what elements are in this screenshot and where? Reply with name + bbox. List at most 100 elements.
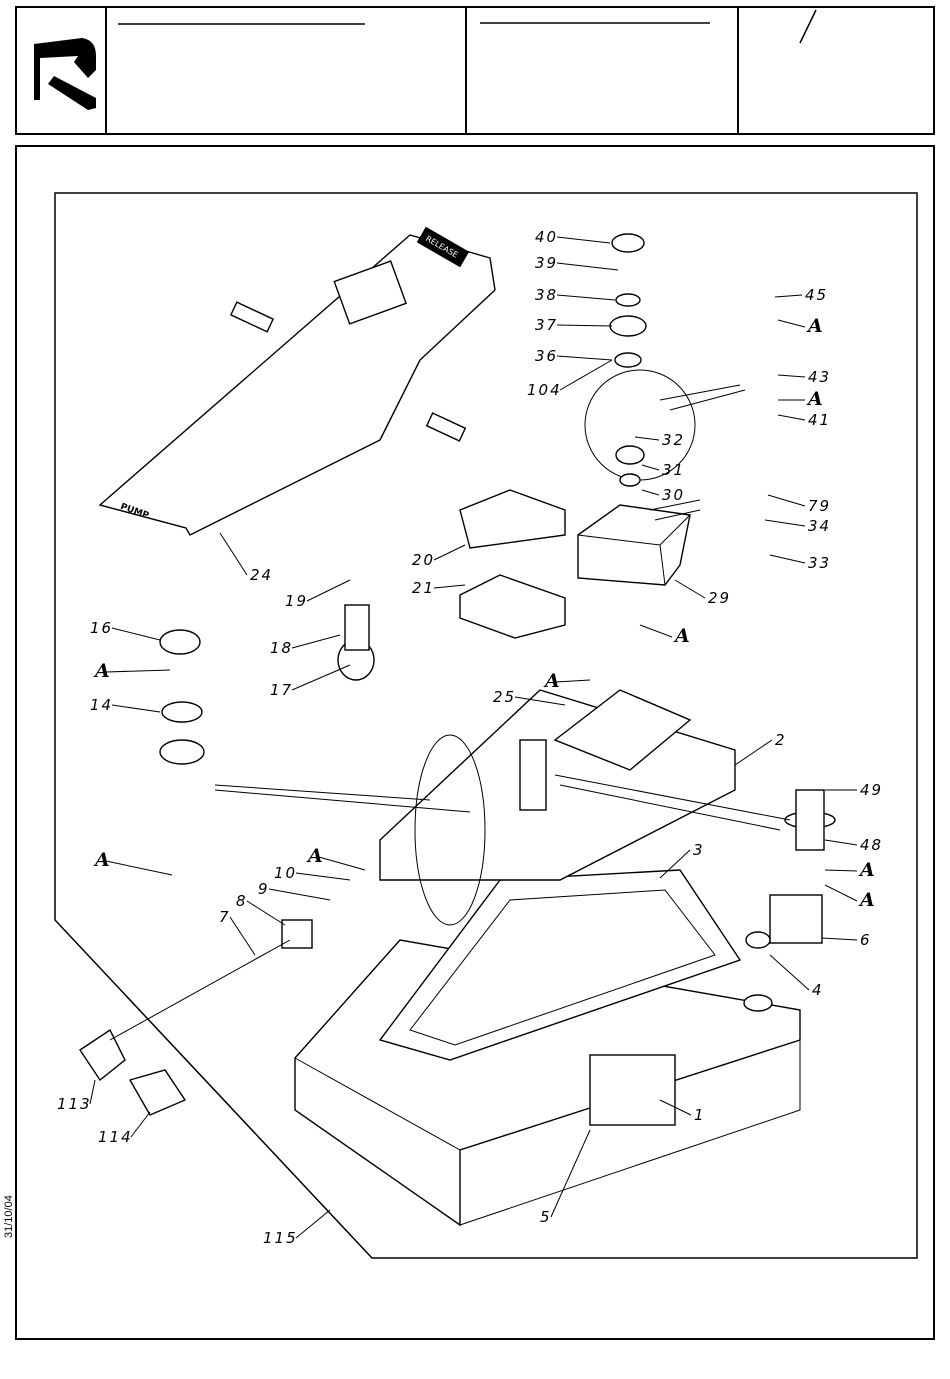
callout-label-A1: A (806, 315, 823, 337)
callout-label-A4: A (673, 625, 690, 647)
valve-48 (796, 790, 824, 850)
leader-line-A8 (106, 861, 172, 875)
callout-label-32: 32 (662, 431, 685, 449)
leader-line-36 (557, 356, 612, 360)
leader-line-5 (551, 1130, 590, 1217)
callout-label-A6: A (858, 859, 875, 881)
callout-label-49: 49 (860, 781, 883, 799)
callout-label-A3: A (93, 660, 110, 682)
callout-label-18: 18 (270, 639, 293, 657)
callout-label-39: 39 (535, 254, 558, 272)
leader-line-9 (269, 889, 330, 900)
leader-line-4 (770, 955, 809, 990)
leader-line-19 (307, 580, 350, 601)
leader-line-24 (220, 533, 247, 575)
leader-line-79 (768, 495, 805, 506)
callout-label-30: 30 (662, 486, 685, 504)
callout-label-36: 36 (535, 347, 558, 365)
oring-30 (620, 474, 640, 486)
callout-label-7: 7 (219, 908, 231, 926)
callout-label-2: 2 (775, 731, 787, 749)
washer-38 (616, 294, 640, 306)
date-stamp: 31/10/04 (3, 1195, 15, 1238)
leader-line-48 (825, 840, 857, 845)
pedal-24: RELEASE PUMP (100, 227, 495, 535)
callout-label-4: 4 (812, 981, 824, 999)
spring-14 (162, 702, 202, 722)
leader-line-32 (635, 437, 659, 440)
callout-label-45: 45 (805, 286, 828, 304)
leader-line-34 (765, 520, 805, 526)
manifold-2 (380, 690, 735, 880)
leader-line-113 (90, 1080, 95, 1104)
leader-line-114 (131, 1112, 150, 1137)
company-logo (34, 38, 96, 110)
valve-cartridge (520, 740, 546, 810)
spring-18 (345, 605, 369, 650)
leader-line-39 (557, 263, 618, 270)
leader-line-7 (230, 917, 255, 955)
leader-line-18 (292, 635, 340, 648)
callout-label-114: 114 (98, 1128, 133, 1146)
assembly-axis-line (110, 940, 290, 1040)
leader-line-14 (112, 705, 160, 712)
callout-label-9: 9 (258, 880, 270, 898)
nut-36 (615, 353, 641, 367)
callout-label-1: 1 (694, 1106, 706, 1124)
callout-label-14: 14 (90, 696, 113, 714)
revision-mark (800, 10, 816, 43)
callout-label-34: 34 (808, 517, 831, 535)
callout-label-16: 16 (90, 619, 113, 637)
leader-line-A7 (825, 885, 857, 901)
leader-line-A3 (106, 670, 170, 672)
leader-line-30 (642, 490, 659, 495)
leader-line-37 (557, 325, 612, 326)
leader-line-29 (675, 580, 705, 598)
callout-label-104: 104 (527, 381, 562, 399)
callout-label-33: 33 (808, 554, 831, 572)
leader-line-31 (642, 465, 659, 470)
callout-label-A9: A (306, 845, 323, 867)
leader-line-104 (560, 360, 612, 390)
callout-label-A2: A (806, 388, 823, 410)
leader-line-2 (735, 740, 772, 765)
cover-20 (460, 490, 565, 548)
leader-line-A6 (825, 870, 857, 871)
leader-line-43 (778, 375, 805, 377)
label-plate-6 (770, 895, 822, 943)
callout-label-37: 37 (535, 316, 558, 334)
leader-line-45 (775, 295, 802, 297)
callout-label-10: 10 (274, 864, 297, 882)
callout-label-113: 113 (57, 1095, 92, 1113)
spring-37 (610, 316, 646, 336)
callout-label-21: 21 (412, 579, 435, 597)
leader-line-33 (770, 555, 805, 563)
leader-line-20 (434, 545, 465, 560)
callout-label-24: 24 (250, 566, 273, 584)
leader-line-38 (557, 295, 615, 300)
callout-label-3: 3 (693, 841, 705, 859)
callout-label-79: 79 (808, 497, 831, 515)
callout-label-31: 31 (662, 461, 685, 479)
seal-ring (160, 740, 204, 764)
callout-label-A5: A (543, 670, 560, 692)
leader-line-8 (247, 901, 285, 925)
valve-block-29 (578, 505, 690, 585)
plug-4 (746, 932, 770, 948)
cap-40 (612, 234, 644, 252)
callout-label-17: 17 (270, 681, 293, 699)
leader-line-10 (296, 873, 350, 880)
leader-line-A5 (556, 680, 590, 682)
callout-label-48: 48 (860, 836, 883, 854)
leader-line-21 (434, 585, 465, 588)
leader-line-6 (822, 938, 857, 940)
title-block (16, 7, 934, 134)
callout-label-6: 6 (860, 931, 872, 949)
leader-line-17 (292, 665, 350, 690)
callout-label-A7: A (858, 889, 875, 911)
leader-line-A1 (778, 320, 805, 327)
leader-line-41 (778, 415, 805, 420)
callout-label-25: 25 (493, 688, 516, 706)
port-4 (744, 995, 772, 1011)
